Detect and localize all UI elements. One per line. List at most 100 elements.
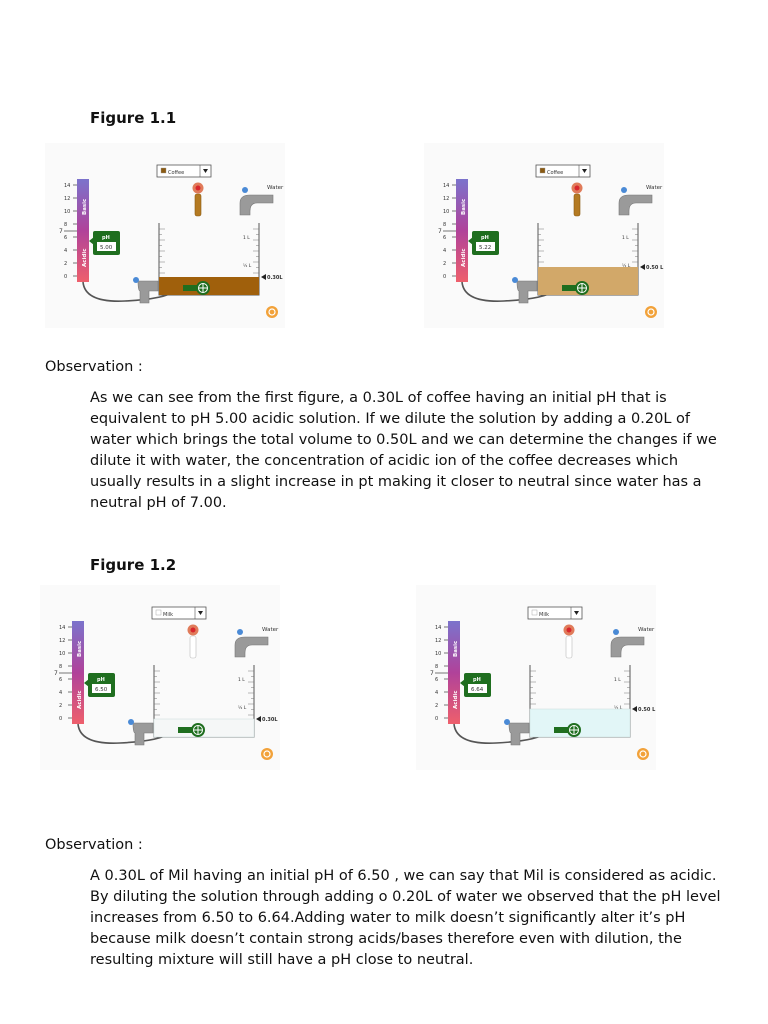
probe-ring bbox=[193, 725, 203, 735]
probe-handle bbox=[562, 285, 586, 291]
solution-swatch bbox=[155, 609, 162, 616]
ph-neutral-mark: 7 bbox=[438, 228, 442, 235]
ph-scale-tick-label: 14 bbox=[435, 625, 441, 631]
refresh-icon bbox=[639, 750, 647, 758]
ph-pointer bbox=[468, 237, 473, 245]
ph-value-box bbox=[468, 684, 487, 693]
solution-dropdown bbox=[156, 164, 212, 178]
ph-value-box bbox=[92, 684, 111, 693]
dropper-button bbox=[566, 627, 572, 633]
ph-simulation: 141210864207BasicAcidicpH5.00CoffeeWater… bbox=[45, 143, 285, 328]
probe-handle bbox=[554, 727, 578, 733]
probe-ring bbox=[198, 283, 208, 293]
solution-swatch bbox=[539, 167, 546, 174]
ph-scale-tick-label: 6 bbox=[59, 677, 62, 683]
ph-scale-tick-label: 10 bbox=[435, 651, 441, 657]
figure-1-2-title: Figure 1.2 bbox=[90, 556, 177, 574]
ph-scale-tick-label: 0 bbox=[59, 716, 62, 722]
water-label: Water bbox=[646, 185, 663, 191]
water-faucet-knob bbox=[613, 629, 619, 635]
water-label: Water bbox=[267, 185, 284, 191]
ph-scale-tick-label: 4 bbox=[443, 248, 446, 254]
ph-scale-tick-label: 14 bbox=[443, 183, 449, 189]
refresh-icon bbox=[647, 308, 655, 316]
ph-value: 6.50 bbox=[95, 687, 108, 693]
ph-pointer bbox=[460, 679, 465, 687]
volume-pointer bbox=[256, 716, 261, 722]
ph-scale-tick-label: 14 bbox=[64, 183, 70, 189]
ph-badge-label: pH bbox=[97, 677, 105, 683]
basic-label: Basic bbox=[453, 641, 459, 657]
one-liter-label: 1 L bbox=[622, 235, 629, 241]
volume-label: 0.30L bbox=[267, 275, 283, 281]
ph-neutral-mark: 7 bbox=[59, 228, 63, 235]
volume-pointer bbox=[261, 274, 266, 280]
drain-faucet-knob bbox=[504, 719, 510, 725]
water-label: Water bbox=[638, 627, 655, 633]
ph-scale-tick-label: 2 bbox=[64, 261, 67, 267]
ph-scale-tick-label: 6 bbox=[435, 677, 438, 683]
ph-scale-tick-label: 10 bbox=[443, 209, 449, 215]
basic-label: Basic bbox=[77, 641, 83, 657]
dropper-button bbox=[195, 185, 201, 191]
acidic-label: Acidic bbox=[82, 249, 88, 268]
drain-faucet-icon bbox=[137, 280, 159, 304]
solution-swatch bbox=[531, 609, 538, 616]
refresh-icon bbox=[268, 308, 276, 316]
ph-neutral-mark: 7 bbox=[54, 670, 58, 677]
water-faucet-icon bbox=[610, 636, 645, 658]
volume-pointer bbox=[640, 264, 645, 270]
acidic-label: Acidic bbox=[461, 249, 467, 268]
basic-label: Basic bbox=[82, 199, 88, 215]
water-faucet-icon bbox=[234, 636, 269, 658]
ph-scale-tick-label: 0 bbox=[443, 274, 446, 280]
probe-ring bbox=[569, 725, 579, 735]
dropper-tube bbox=[573, 193, 581, 217]
ph-pointer bbox=[84, 679, 89, 687]
ph-simulation: 141210864207BasicAcidicpH6.50MilkWater1 … bbox=[40, 585, 280, 770]
volume-pointer bbox=[632, 706, 637, 712]
half-liter-label: ½ L bbox=[622, 262, 631, 269]
drain-faucet-icon bbox=[132, 722, 154, 746]
solution-dropdown bbox=[527, 606, 583, 620]
drain-faucet-icon bbox=[508, 722, 530, 746]
volume-label: 0.50 L bbox=[638, 707, 656, 713]
ph-badge-label: pH bbox=[481, 235, 489, 241]
ph-simulation: 141210864207BasicAcidicpH6.64MilkWater1 … bbox=[416, 585, 656, 770]
ph-scale-tick-label: 8 bbox=[59, 664, 62, 670]
solution-swatch bbox=[160, 167, 167, 174]
half-liter-label: ½ L bbox=[614, 704, 623, 711]
observation-2-text: A 0.30L of Mil having an initial pH of 6… bbox=[90, 868, 721, 968]
drain-faucet-knob bbox=[512, 277, 518, 283]
water-faucet-knob bbox=[621, 187, 627, 193]
ph-pointer bbox=[89, 237, 94, 245]
ph-scale-tick-label: 4 bbox=[64, 248, 67, 254]
ph-scale-tick-label: 2 bbox=[59, 703, 62, 709]
dropper-tube bbox=[189, 635, 197, 659]
ph-value: 5.00 bbox=[100, 245, 113, 251]
ph-scale-tick-label: 12 bbox=[64, 196, 70, 202]
ph-badge-label: pH bbox=[473, 677, 481, 683]
ph-scale-tick-label: 12 bbox=[443, 196, 449, 202]
ph-scale-tick-label: 10 bbox=[59, 651, 65, 657]
probe-ring bbox=[577, 283, 587, 293]
solution-dropdown bbox=[151, 606, 207, 620]
ph-scale-tick-label: 2 bbox=[435, 703, 438, 709]
ph-scale-bar bbox=[77, 179, 89, 282]
probe-handle bbox=[183, 285, 207, 291]
solution-name: Coffee bbox=[168, 170, 184, 176]
drain-faucet-knob bbox=[128, 719, 134, 725]
ph-value: 5.22 bbox=[479, 245, 491, 251]
water-faucet-icon bbox=[239, 194, 274, 216]
one-liter-label: 1 L bbox=[243, 235, 250, 241]
ph-scale-tick-label: 12 bbox=[59, 638, 65, 644]
chevron-down-icon bbox=[203, 169, 208, 173]
ph-scale-tick-label: 4 bbox=[435, 690, 438, 696]
ph-badge-label: pH bbox=[102, 235, 110, 241]
solution-name: Milk bbox=[163, 612, 173, 618]
half-liter-label: ½ L bbox=[243, 262, 252, 269]
